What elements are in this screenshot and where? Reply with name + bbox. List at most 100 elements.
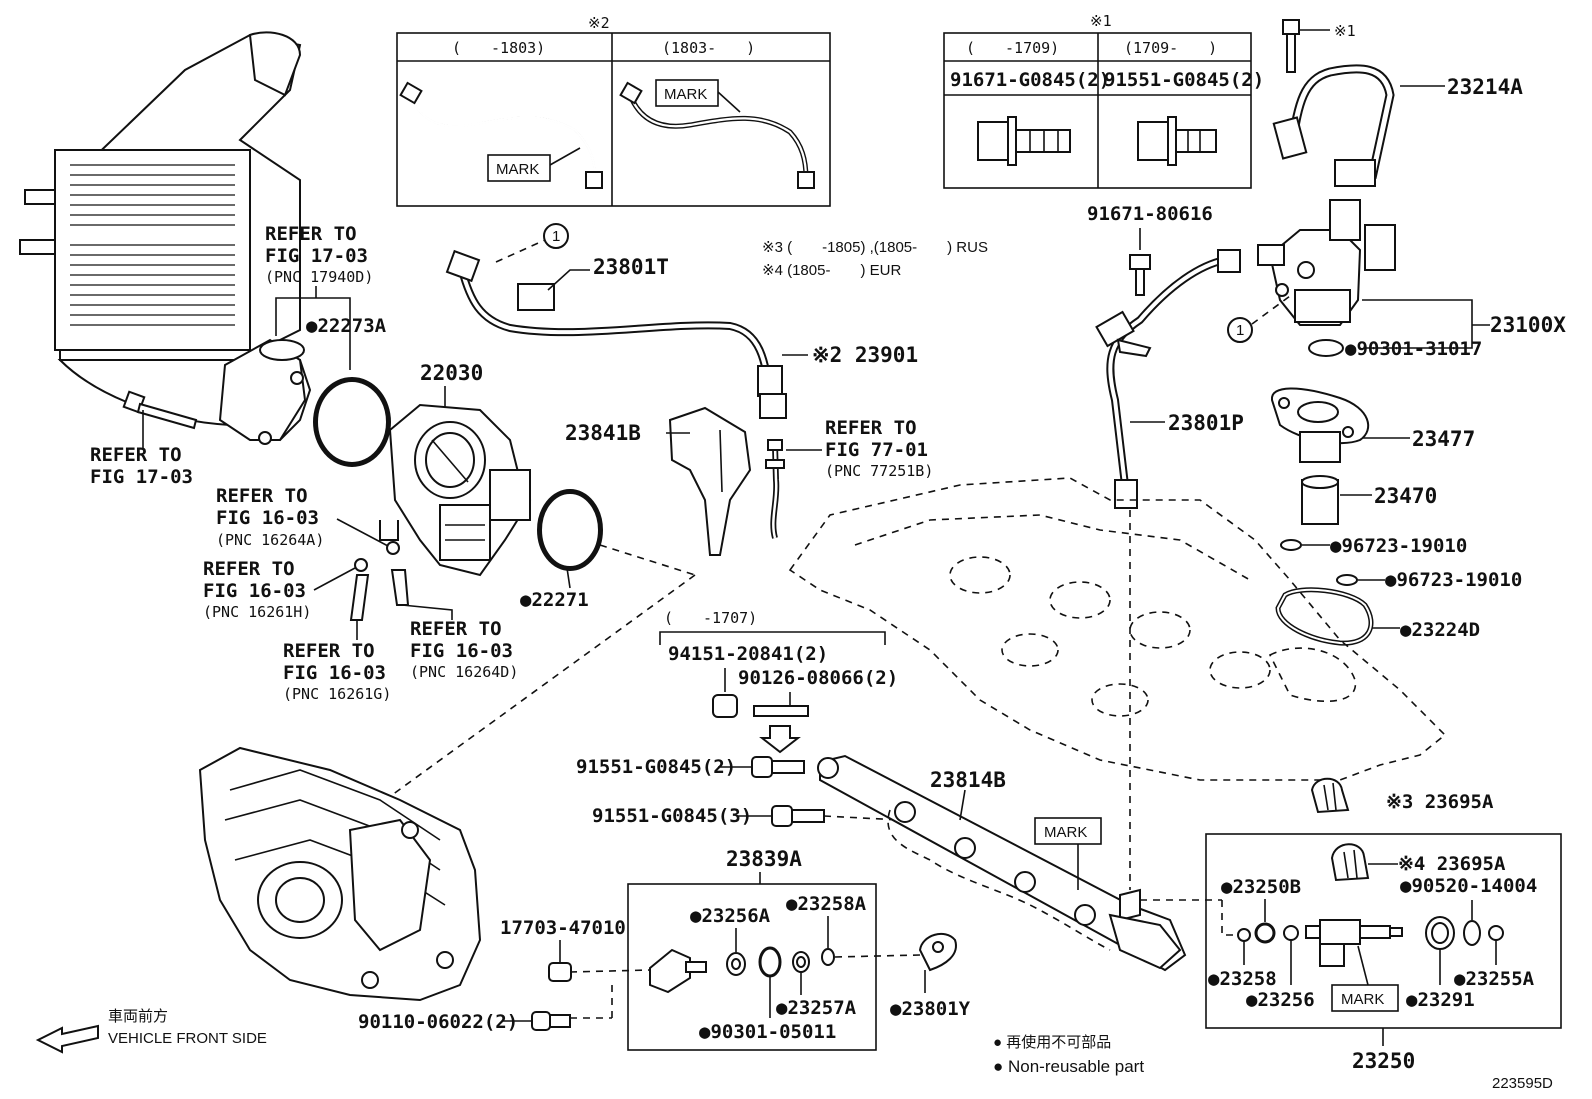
vacuum-hoses <box>313 518 453 640</box>
label-23256: ●23256 <box>1246 989 1315 1011</box>
refer-fig-16-03-b: REFER TO FIG 16-03 (PNC 16261H) <box>203 558 311 621</box>
label-23839a: 23839A <box>726 847 802 871</box>
injector-kit-box: ※4 23695A ●90520-14004 ●23250B MARK ●232… <box>1140 833 1562 1073</box>
throttle-body-22030: 22030 <box>388 361 532 577</box>
svg-text:REFER TO: REFER TO <box>203 558 295 580</box>
bolt-box-part1: 91671-G0845(2) <box>950 69 1110 91</box>
mark-tag-1 <box>487 154 551 182</box>
label-94151-20841: 94151-20841(2) <box>668 643 828 665</box>
label-91551-a: 91551-G0845(2) <box>576 756 736 778</box>
label-96723-b: ●96723-19010 <box>1385 569 1522 591</box>
tube-refer-77-01: REFER TO FIG 77-01 (PNC 77251B) <box>765 417 933 539</box>
bolt-box-part2: 91551-G0845(2) <box>1104 69 1264 91</box>
vehicle-front-indicator: 車両前方 VEHICLE FRONT SIDE <box>35 1007 267 1054</box>
svg-text:FIG 16-03: FIG 16-03 <box>216 507 319 529</box>
label-90301-05011: ●90301-05011 <box>699 1021 836 1043</box>
pipe-23801p: 23801P <box>1095 249 1244 890</box>
flange-bolt-icon-2 <box>1137 116 1217 166</box>
label-96723-a: ●96723-19010 <box>1330 535 1467 557</box>
fuel-hose-23901: ※2 23901 1 23801T <box>445 223 918 419</box>
label-23100x: 23100X <box>1490 313 1566 337</box>
label-91551-b: 91551-G0845(3) <box>592 805 752 827</box>
hose-variant-box: ※2 ( -1803) (1803- ) MARK MARK <box>396 14 831 207</box>
mark-tag-1-label: MARK <box>496 161 539 178</box>
gasket-23224d: ●23224D <box>1275 587 1480 646</box>
mark-tag-2-label: MARK <box>664 86 707 103</box>
label-22273a: ●22273A <box>306 315 387 337</box>
refer-fig-16-03-c: REFER TO FIG 16-03 (PNC 16261G) <box>283 640 391 703</box>
svg-text:FIG 17-03: FIG 17-03 <box>90 466 193 488</box>
label-23256a: ●23256A <box>690 905 771 927</box>
bolt-refer-17-03 <box>122 390 198 448</box>
refer-fig-16-03-a: REFER TO FIG 16-03 (PNC 16264A) <box>216 485 324 549</box>
fuel-pump-23100x: 1 23100X ●90301-31017 <box>1227 199 1566 360</box>
gasket-23801y: ●23801Y <box>890 932 971 1020</box>
mark-tag-injector <box>1331 984 1399 1012</box>
arrow-left-icon <box>35 1024 99 1054</box>
note-3: ※3 ( -1805) ,(1805- ) RUS <box>762 239 988 256</box>
svg-text:FIG 16-03: FIG 16-03 <box>203 580 306 602</box>
front-label-jp: 車両前方 <box>108 1007 168 1025</box>
svg-text:REFER TO: REFER TO <box>90 444 182 466</box>
label-90126-08066: 90126-08066(2) <box>738 667 898 689</box>
hose-box-col1: ( -1803) <box>452 39 545 57</box>
bolt-variant-box: ※1 ( -1709) (1709- ) 91671-G0845(2) 9155… <box>943 12 1264 189</box>
svg-text:REFER TO: REFER TO <box>283 640 375 662</box>
pipe-23214a: ※1 23214A <box>1272 19 1523 187</box>
label-90110-06022: 90110-06022(2) <box>358 1011 518 1033</box>
label-23901: ※2 23901 <box>812 343 918 367</box>
label-23258a: ●23258A <box>786 893 867 915</box>
cylinder-head-outline <box>788 477 1447 781</box>
injector-bolt-group-1707: ( -1707) 94151-20841(2) 90126-08066(2) <box>659 609 898 754</box>
svg-text:(PNC 16261H): (PNC 16261H) <box>203 603 311 621</box>
bolt-91671-80616: 91671-80616 <box>1087 203 1213 296</box>
svg-text:FIG 77-01: FIG 77-01 <box>825 439 928 461</box>
label-90301-31017: ●90301-31017 <box>1345 338 1482 360</box>
bolt-90110-06022: 90110-06022(2) <box>358 1011 571 1033</box>
label-23801p: 23801P <box>1168 411 1244 435</box>
bolt-17703-47010: 17703-47010 <box>500 917 626 982</box>
legend-jp: ● 再使用不可部品 <box>993 1034 1111 1051</box>
label-23255a: ●23255A <box>1454 968 1535 990</box>
circle-callout-1b: 1 <box>1236 322 1244 339</box>
fuel-rail-23814b: 23814B MARK <box>817 754 1187 972</box>
svg-text:(PNC 16264A): (PNC 16264A) <box>216 531 324 549</box>
svg-text:REFER TO: REFER TO <box>265 223 357 245</box>
bolt-box-col1: ( -1709) <box>966 39 1059 57</box>
label-91671-80616: 91671-80616 <box>1087 203 1213 225</box>
front-label-en: VEHICLE FRONT SIDE <box>108 1030 267 1047</box>
refer-fig-17-03-b: REFER TO FIG 17-03 <box>90 444 193 488</box>
svg-text:(PNC 77251B): (PNC 77251B) <box>825 462 933 480</box>
note-4: ※4 (1805- ) EUR <box>762 262 901 279</box>
svg-text:FIG 16-03: FIG 16-03 <box>283 662 386 684</box>
refer-fig-16-03-d: REFER TO FIG 16-03 (PNC 16264D) <box>410 618 518 681</box>
label-23214a: 23214A <box>1447 75 1523 99</box>
label-22271: ●22271 <box>520 589 589 611</box>
fuel-injector-icon <box>1305 919 1403 967</box>
circle-callout-1a: 1 <box>552 228 560 245</box>
svg-text:(PNC 16264D): (PNC 16264D) <box>410 663 518 681</box>
svg-text:REFER TO: REFER TO <box>216 485 308 507</box>
bolt-91551-b: 91551-G0845(3) <box>592 805 901 827</box>
label-17703-47010: 17703-47010 <box>500 917 626 939</box>
clip-23695a-3: ※3 23695A <box>1310 777 1494 814</box>
label-23250b: ●23250B <box>1221 876 1301 898</box>
gasket-22273a: ●22273A <box>306 315 391 467</box>
label-23695a-3: ※3 23695A <box>1386 791 1494 813</box>
label-23841b: 23841B <box>565 421 641 445</box>
label-23250: 23250 <box>1352 1049 1415 1073</box>
bolt-box-col2: (1709- ) <box>1124 39 1217 57</box>
label-23801t: 23801T <box>593 255 669 279</box>
oring-96723-b: ●96723-19010 <box>1336 569 1522 591</box>
gasket-22271: ●22271 <box>520 489 603 611</box>
label-23470: 23470 <box>1374 484 1437 508</box>
refer-fig-17-03-a: REFER TO FIG 17-03 (PNC 17940D) <box>265 223 373 370</box>
label-23477: 23477 <box>1412 427 1475 451</box>
flange-bolt-icon-1 <box>977 116 1071 166</box>
label-23814b: 23814B <box>930 768 1006 792</box>
note-2-label: ※2 <box>588 14 610 32</box>
legend-en: ● Non-reusable part <box>993 1057 1144 1076</box>
label-22030: 22030 <box>420 361 483 385</box>
oring-96723-a: ●96723-19010 <box>1280 535 1467 557</box>
